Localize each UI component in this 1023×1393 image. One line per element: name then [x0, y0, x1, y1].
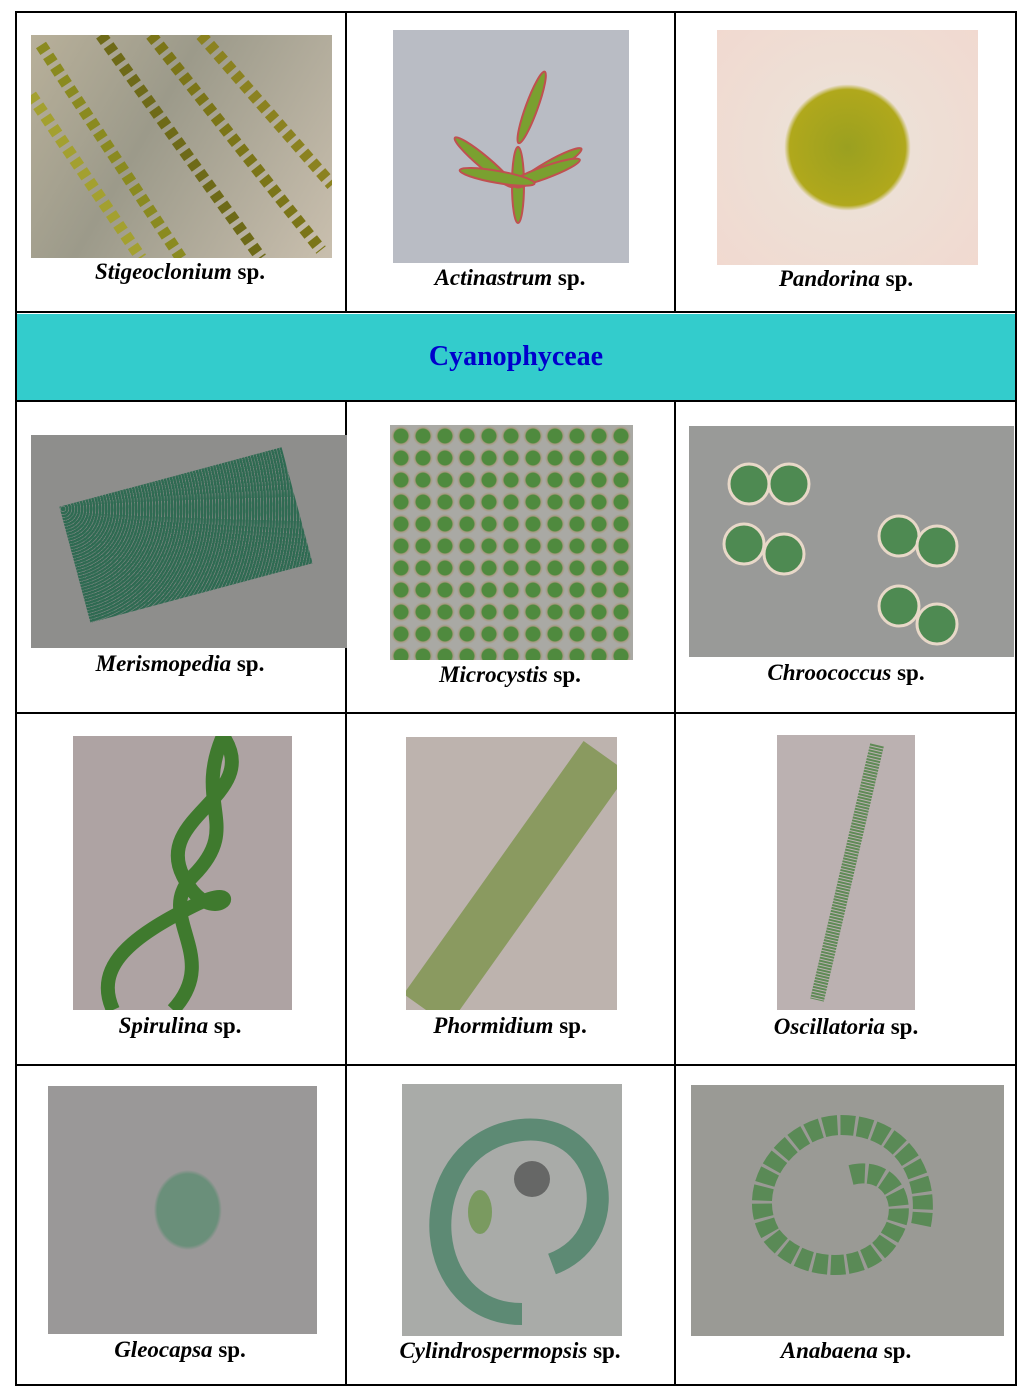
- caption: Actinastrum sp.: [434, 265, 586, 290]
- row-divider: [15, 400, 1017, 402]
- column-divider: [345, 11, 347, 312]
- section-header-cyanophyceae: Cyanophyceae: [17, 314, 1015, 400]
- caption: Pandorina sp.: [778, 266, 914, 291]
- caption: Spirulina sp.: [118, 1013, 242, 1038]
- caption: Phormidium sp.: [433, 1013, 587, 1038]
- micrograph-gleocapsa: [48, 1086, 317, 1334]
- column-divider: [674, 400, 676, 1386]
- micrograph-spirulina: [73, 736, 292, 1010]
- caption: Stigeoclonium sp.: [95, 259, 265, 284]
- caption: Microcystis sp.: [439, 662, 581, 687]
- micrograph-microcystis: [390, 425, 633, 660]
- caption: Anabaena sp.: [780, 1338, 912, 1363]
- section-title: Cyanophyceae: [428, 341, 604, 372]
- caption: Gleocapsa sp.: [114, 1337, 246, 1362]
- caption: Oscillatoria sp.: [773, 1014, 919, 1039]
- row-divider: [15, 1064, 1017, 1066]
- micrograph-chroococcus: [689, 426, 1014, 657]
- micrograph-stigeoclonium: [31, 35, 332, 258]
- row-divider: [15, 311, 1017, 313]
- micrograph-phormidium: [406, 737, 617, 1010]
- caption: Merismopedia sp.: [95, 651, 265, 676]
- species-table: [15, 11, 1017, 1386]
- row-divider: [15, 712, 1017, 714]
- micrograph-pandorina: [717, 30, 978, 265]
- caption: Cylindrospermopsis sp.: [399, 1338, 621, 1363]
- micrograph-anabaena: [691, 1085, 1004, 1336]
- micrograph-actinastrum: [393, 30, 629, 263]
- column-divider: [345, 400, 347, 1386]
- caption: Chroococcus sp.: [767, 660, 925, 685]
- micrograph-cylindrospermopsis: [402, 1084, 622, 1336]
- micrograph-oscillatoria: [777, 735, 915, 1010]
- micrograph-merismopedia: [31, 435, 347, 648]
- column-divider: [674, 11, 676, 312]
